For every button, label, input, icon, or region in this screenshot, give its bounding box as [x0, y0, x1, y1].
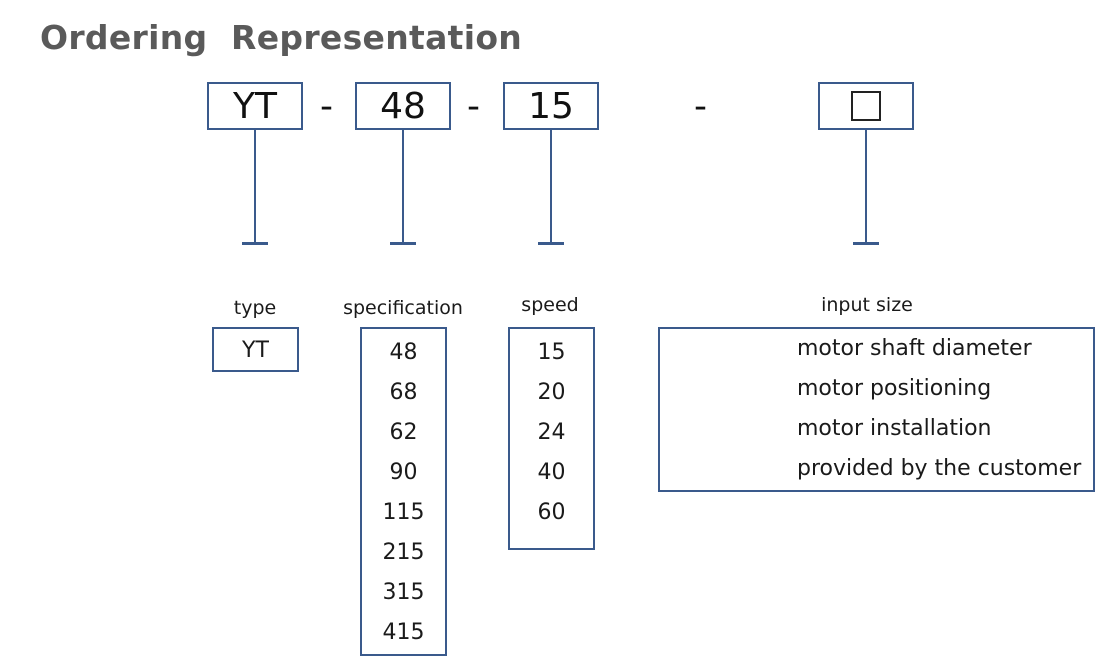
specification-option: 62 [389, 420, 418, 445]
code-input-size-box [818, 82, 914, 130]
code-speed-box: 15 [503, 82, 599, 130]
page-title: Ordering Representation [40, 18, 523, 57]
type-options-list: YT [214, 329, 297, 371]
type-label: type [233, 297, 277, 319]
specification-option: 415 [382, 620, 425, 645]
connector-tbar-type [242, 242, 268, 245]
speed-options-list: 15 20 24 40 60 [510, 329, 593, 533]
speed-label: speed [521, 294, 579, 316]
specification-label: specification [343, 297, 463, 319]
connector-tbar-input-size [853, 242, 879, 245]
separator-dash-2: - [467, 85, 480, 127]
speed-option: 24 [537, 420, 566, 445]
input-size-options-box: motor shaft diameter motor positioning m… [658, 327, 1095, 492]
specification-option: 90 [389, 460, 418, 485]
input-size-option: provided by the customer [797, 456, 1082, 481]
connector-tbar-specification [390, 242, 416, 245]
connector-line-input-size [865, 130, 867, 244]
code-specification-text: 48 [380, 85, 426, 127]
input-size-option: motor installation [797, 416, 992, 441]
blank-square-icon [851, 91, 881, 121]
code-type-text: YT [233, 85, 277, 127]
specification-options-list: 48 68 62 90 115 215 315 415 [362, 329, 445, 653]
input-size-option: motor positioning [797, 376, 992, 401]
input-size-options-list: motor shaft diameter motor positioning m… [660, 329, 1093, 489]
specification-option: 48 [389, 340, 418, 365]
type-options-box: YT [212, 327, 299, 372]
separator-dash-1: - [320, 85, 333, 127]
speed-option: 60 [537, 500, 566, 525]
input-size-option: motor shaft diameter [797, 336, 1032, 361]
specification-options-box: 48 68 62 90 115 215 315 415 [360, 327, 447, 656]
connector-line-speed [550, 130, 552, 244]
speed-options-box: 15 20 24 40 60 [508, 327, 595, 550]
type-option: YT [242, 338, 269, 363]
specification-option: 68 [389, 380, 418, 405]
connector-tbar-speed [538, 242, 564, 245]
input-size-label: input size [821, 294, 913, 316]
code-speed-text: 15 [528, 85, 574, 127]
connector-line-type [254, 130, 256, 244]
speed-option: 20 [537, 380, 566, 405]
separator-dash-3: - [694, 85, 707, 127]
code-type-box: YT [207, 82, 303, 130]
speed-option: 40 [537, 460, 566, 485]
code-specification-box: 48 [355, 82, 451, 130]
specification-option: 115 [382, 500, 425, 525]
specification-option: 315 [382, 580, 425, 605]
speed-option: 15 [537, 340, 566, 365]
connector-line-specification [402, 130, 404, 244]
specification-option: 215 [382, 540, 425, 565]
